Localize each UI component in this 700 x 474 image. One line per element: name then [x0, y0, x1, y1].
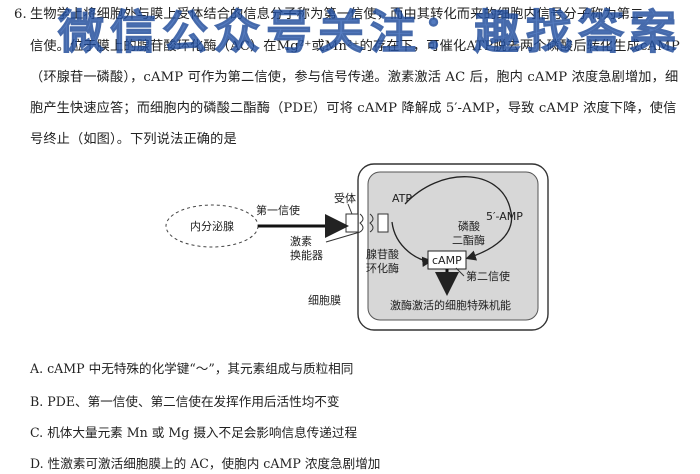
pde-label-1: 磷酸 [458, 219, 480, 233]
option-c: C. 机体大量元素 Mn 或 Mg 摄入不足会影响信息传递过程 [30, 425, 358, 440]
second-messenger-label: 第二信使 [466, 269, 510, 283]
atp-to-camp [391, 221, 433, 267]
option-a: A. cAMP 中无特殊的化学键“～”，其元素组成与质粒相同 [30, 361, 354, 376]
cell-inner [367, 171, 539, 321]
ac-label-2: 环化酶 [366, 261, 399, 275]
option-b: B. PDE、第一信使、第二信使在发挥作用后活性均不变 [30, 394, 340, 409]
question-line-4: 胞产生快速应答；而细胞内的磷酸二酯酶（PDE）可将 cAMP 降解成 5′-AM… [30, 101, 677, 116]
cycle-loop [404, 176, 513, 261]
ac-label-1: 腺苷酸 [366, 247, 399, 261]
watermark: 微信公众号关注：趣找答案 [58, 5, 682, 60]
camp-label: cAMP [432, 254, 462, 267]
first-messenger-label: 第一信使 [256, 203, 300, 217]
cell-signaling-diagram: 内分泌腺 第一信使 受体 激素 换能器 腺苷酸 环化酶 细胞膜 ATP 5′-A… [165, 163, 549, 331]
option-d: D. 性激素可激活细胞膜上的 AC，使胞内 cAMP 浓度急剧增加 [30, 456, 381, 471]
second-messenger-pointer [455, 267, 465, 277]
pde-label-2: 二酯酶 [452, 234, 485, 247]
ac-box [377, 213, 389, 233]
question-line-2: 信使。位于膜上的腺苷酸环化酶（AC）在Mg²⁺或Mn²⁺的存在下，可催化ATP脱… [30, 39, 680, 54]
question-line-1: 6.生物学上将细胞外与膜上受体结合的信息分子称为第一信使，而由其转化而来的细胞内… [14, 7, 644, 22]
transducer-shape [359, 213, 374, 233]
receptor-box [345, 213, 359, 233]
membrane-label: 细胞膜 [308, 294, 341, 307]
question-line-3: （环腺苷一磷酸），cAMP 可作为第二信使，参与信号传递。激素激活 AC 后，胞… [30, 70, 679, 85]
amp-label: 5′-AMP [486, 210, 523, 223]
receptor-pointer [347, 203, 353, 215]
question-number: 6. [14, 7, 27, 22]
transducer-label-1: 激素 [290, 234, 312, 248]
transducer-pointer [325, 231, 361, 243]
function-label: 激酶激活的细胞特殊机能 [390, 298, 511, 312]
question-line-5: 号终止（如图）。下列说法正确的是 [30, 132, 237, 147]
transducer-label-2: 换能器 [290, 248, 323, 262]
gland-label: 内分泌腺 [190, 219, 234, 233]
atp-label: ATP [392, 192, 412, 205]
receptor-label: 受体 [334, 191, 356, 205]
